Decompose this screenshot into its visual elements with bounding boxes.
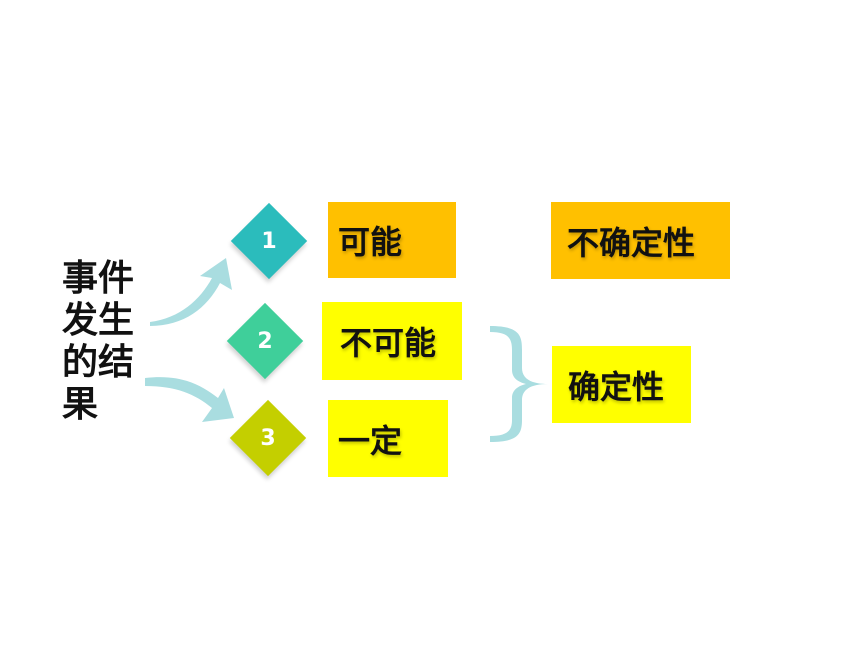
category-label-uncertain: 不确定性: [567, 223, 696, 262]
outcome-box-certain: 一定: [328, 400, 448, 477]
step-number-3: 3: [260, 426, 276, 451]
arrow-down: [145, 377, 234, 422]
outcome-label-certain: 一定: [338, 421, 403, 460]
curly-brace: [490, 326, 548, 442]
arrow-up: [150, 258, 232, 326]
category-box-uncertain: 不确定性: [551, 202, 730, 279]
category-label-certain: 确定性: [568, 367, 665, 406]
outcome-box-impossible: 不可能: [322, 302, 462, 380]
step-number-1: 1: [261, 229, 277, 254]
outcome-box-possible: 可能: [328, 202, 456, 278]
category-box-certain: 确定性: [552, 346, 691, 423]
diagram-title: 事件发生的结果: [62, 258, 135, 425]
step-number-2: 2: [257, 329, 273, 354]
outcome-label-possible: 可能: [338, 223, 403, 261]
outcome-label-impossible: 不可能: [340, 324, 437, 362]
